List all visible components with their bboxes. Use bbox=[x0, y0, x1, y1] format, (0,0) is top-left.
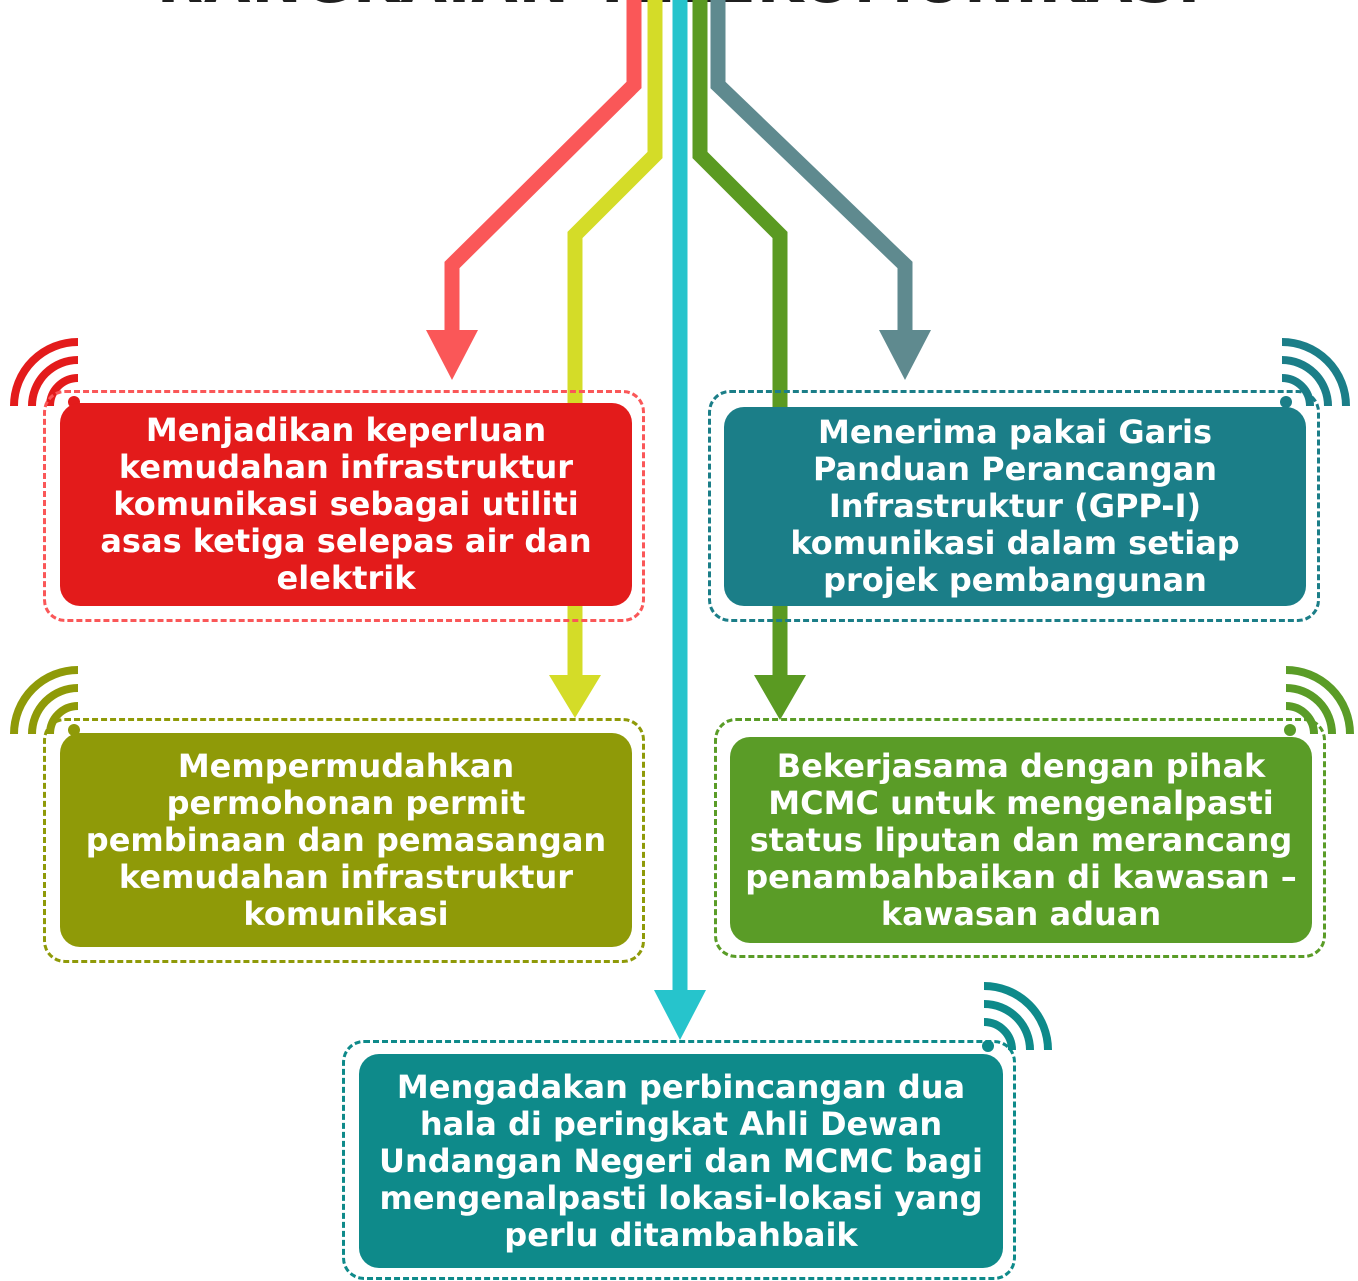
wifi-bottom-icon bbox=[982, 982, 1052, 1052]
green-box: Bekerjasama dengan pihak MCMC untuk meng… bbox=[730, 737, 1312, 943]
teal-box-text: Menerima pakai Garis Panduan Perancangan… bbox=[790, 413, 1240, 599]
slate-arrowhead bbox=[879, 330, 931, 380]
bottom-box-frame bbox=[342, 1040, 1016, 1280]
olive-box: Mempermudahkan permohonan permit pembina… bbox=[60, 733, 632, 947]
green-arrowhead bbox=[754, 675, 806, 720]
teal-box-frame bbox=[708, 390, 1320, 622]
green-box-text: Bekerjasama dengan pihak MCMC untuk meng… bbox=[745, 746, 1297, 933]
red-arrow-line bbox=[444, 0, 642, 335]
slate-arrow-line bbox=[710, 0, 913, 335]
green-box-frame bbox=[714, 718, 1326, 958]
bottom-box-text: Mengadakan perbincangan dua hala di peri… bbox=[378, 1067, 984, 1254]
red-box-text: Menjadikan keperluan kemudahan infrastru… bbox=[100, 411, 592, 597]
olive-box-text: Mempermudahkan permohonan permit pembina… bbox=[85, 746, 607, 933]
cyan-arrowhead bbox=[654, 990, 706, 1040]
yellow-arrowhead bbox=[549, 675, 601, 718]
red-box-frame bbox=[43, 390, 645, 622]
red-box: Menjadikan keperluan kemudahan infrastru… bbox=[60, 403, 632, 606]
red-arrowhead bbox=[426, 330, 478, 380]
olive-box-frame bbox=[43, 718, 645, 963]
bottom-box: Mengadakan perbincangan dua hala di peri… bbox=[359, 1054, 1003, 1268]
teal-box: Menerima pakai Garis Panduan Perancangan… bbox=[724, 407, 1306, 606]
